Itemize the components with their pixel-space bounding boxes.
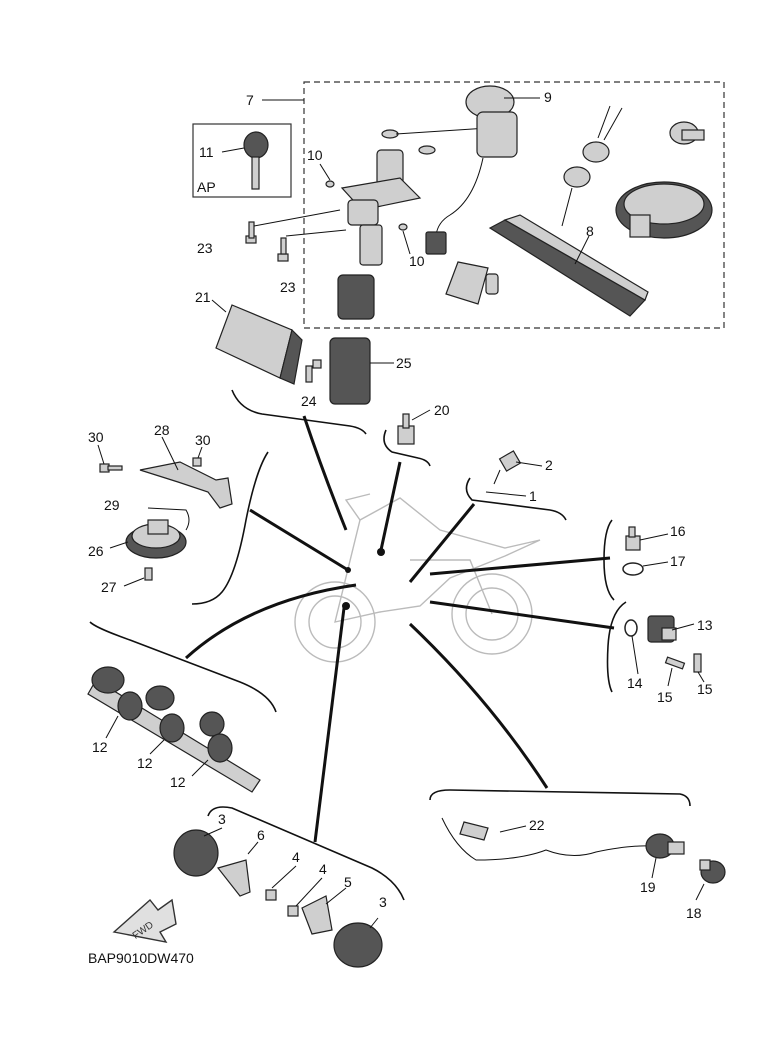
bracket-12 — [89, 621, 277, 713]
sensor-20 — [397, 413, 415, 445]
sensor-13 — [647, 615, 677, 643]
callout-27: 27 — [101, 579, 117, 595]
bolt-23-right — [277, 237, 289, 262]
fuel-cap-assembly — [615, 181, 713, 239]
callout-16: 16 — [670, 523, 686, 539]
reflector-3-left — [173, 829, 219, 877]
main-switch-group-box — [303, 81, 725, 329]
ap-key-box — [192, 123, 292, 198]
callout-24: 24 — [301, 393, 317, 409]
bracket-3-6 — [207, 806, 405, 901]
sensor-19 — [645, 833, 685, 859]
nut-4-right — [287, 905, 299, 917]
horn-26 — [125, 519, 187, 559]
cap-18 — [699, 859, 726, 884]
bolt-23-left — [245, 221, 257, 244]
callout-19: 19 — [640, 879, 656, 895]
callout-1: 1 — [529, 488, 537, 504]
bolt-30-right — [192, 457, 202, 467]
callout-3-right: 3 — [379, 894, 387, 910]
callout-11: 11 — [199, 144, 214, 160]
bracket-20 — [383, 429, 431, 467]
ap-box-label: AP — [197, 179, 216, 195]
relay-25 — [329, 337, 371, 405]
horn-bracket-28 — [139, 461, 233, 509]
callout-20: 20 — [434, 402, 450, 418]
callout-26: 26 — [88, 543, 104, 559]
bracket-16-17 — [603, 519, 615, 601]
callout-10-top: 10 — [307, 147, 323, 163]
callout-18: 18 — [686, 905, 702, 921]
o-ring-14 — [624, 619, 638, 637]
seat-lock-cylinder-9 — [425, 85, 518, 255]
callout-23-right: 23 — [280, 279, 296, 295]
bolt-15-right — [693, 653, 702, 673]
callout-23-left: 23 — [197, 240, 213, 256]
callout-6: 6 — [257, 827, 265, 843]
ecu-bracket-21 — [215, 304, 303, 385]
callout-14: 14 — [627, 675, 643, 691]
horn-lead-29 — [147, 507, 190, 531]
callout-4-right: 4 — [319, 861, 327, 877]
callout-10-bottom: 10 — [409, 253, 425, 269]
bracket-5 — [301, 895, 333, 935]
key-set — [561, 105, 623, 227]
callout-8: 8 — [586, 223, 594, 239]
callout-3-left: 3 — [218, 811, 226, 827]
gasket-17 — [622, 562, 644, 576]
callout-12-a: 12 — [92, 739, 108, 755]
callout-30-right: 30 — [195, 432, 211, 448]
sensor-2 — [493, 450, 522, 485]
callout-12-b: 12 — [137, 755, 153, 771]
fwd-arrow: FWD — [112, 898, 177, 943]
bolt-27 — [144, 567, 153, 581]
seat-lock-hook — [445, 261, 499, 305]
callout-29: 29 — [104, 497, 120, 513]
nut-4-left — [265, 889, 277, 901]
reflector-3-right — [333, 922, 383, 968]
bracket-18-22 — [429, 789, 691, 807]
bracket-6 — [216, 859, 251, 897]
callout-21: 21 — [195, 289, 211, 305]
sensor-16 — [625, 526, 641, 551]
callout-25: 25 — [396, 355, 412, 371]
callout-2: 2 — [545, 457, 553, 473]
bracket-horn — [191, 451, 269, 605]
bolt-15-left — [664, 656, 686, 670]
callout-30-left: 30 — [88, 429, 104, 445]
bolt-24 — [305, 359, 322, 383]
leader-lines — [184, 415, 615, 843]
callout-5: 5 — [344, 874, 352, 890]
callout-12-c: 12 — [170, 774, 186, 790]
callout-17: 17 — [670, 553, 686, 569]
bracket-13-15 — [606, 601, 627, 693]
callout-9: 9 — [544, 89, 552, 105]
callout-28: 28 — [154, 422, 170, 438]
lock-catch — [669, 121, 705, 145]
callout-22: 22 — [529, 817, 545, 833]
bolt-30-left — [99, 463, 123, 473]
seat-lock-holder-8 — [488, 214, 649, 317]
motorcycle-outline — [294, 493, 541, 663]
callout-15-left: 15 — [657, 689, 673, 705]
callout-13: 13 — [697, 617, 713, 633]
wire-harness-22 — [441, 817, 651, 861]
callout-7: 7 — [246, 92, 254, 108]
callout-15-right: 15 — [697, 681, 713, 697]
catalog-code: BAP9010DW470 — [88, 950, 194, 966]
bracket-1-2 — [465, 477, 567, 521]
main-switch-body — [337, 129, 436, 320]
callout-4-left: 4 — [292, 849, 300, 865]
handlebar-switch-12 — [87, 666, 261, 793]
key-blank-11 — [243, 131, 269, 190]
